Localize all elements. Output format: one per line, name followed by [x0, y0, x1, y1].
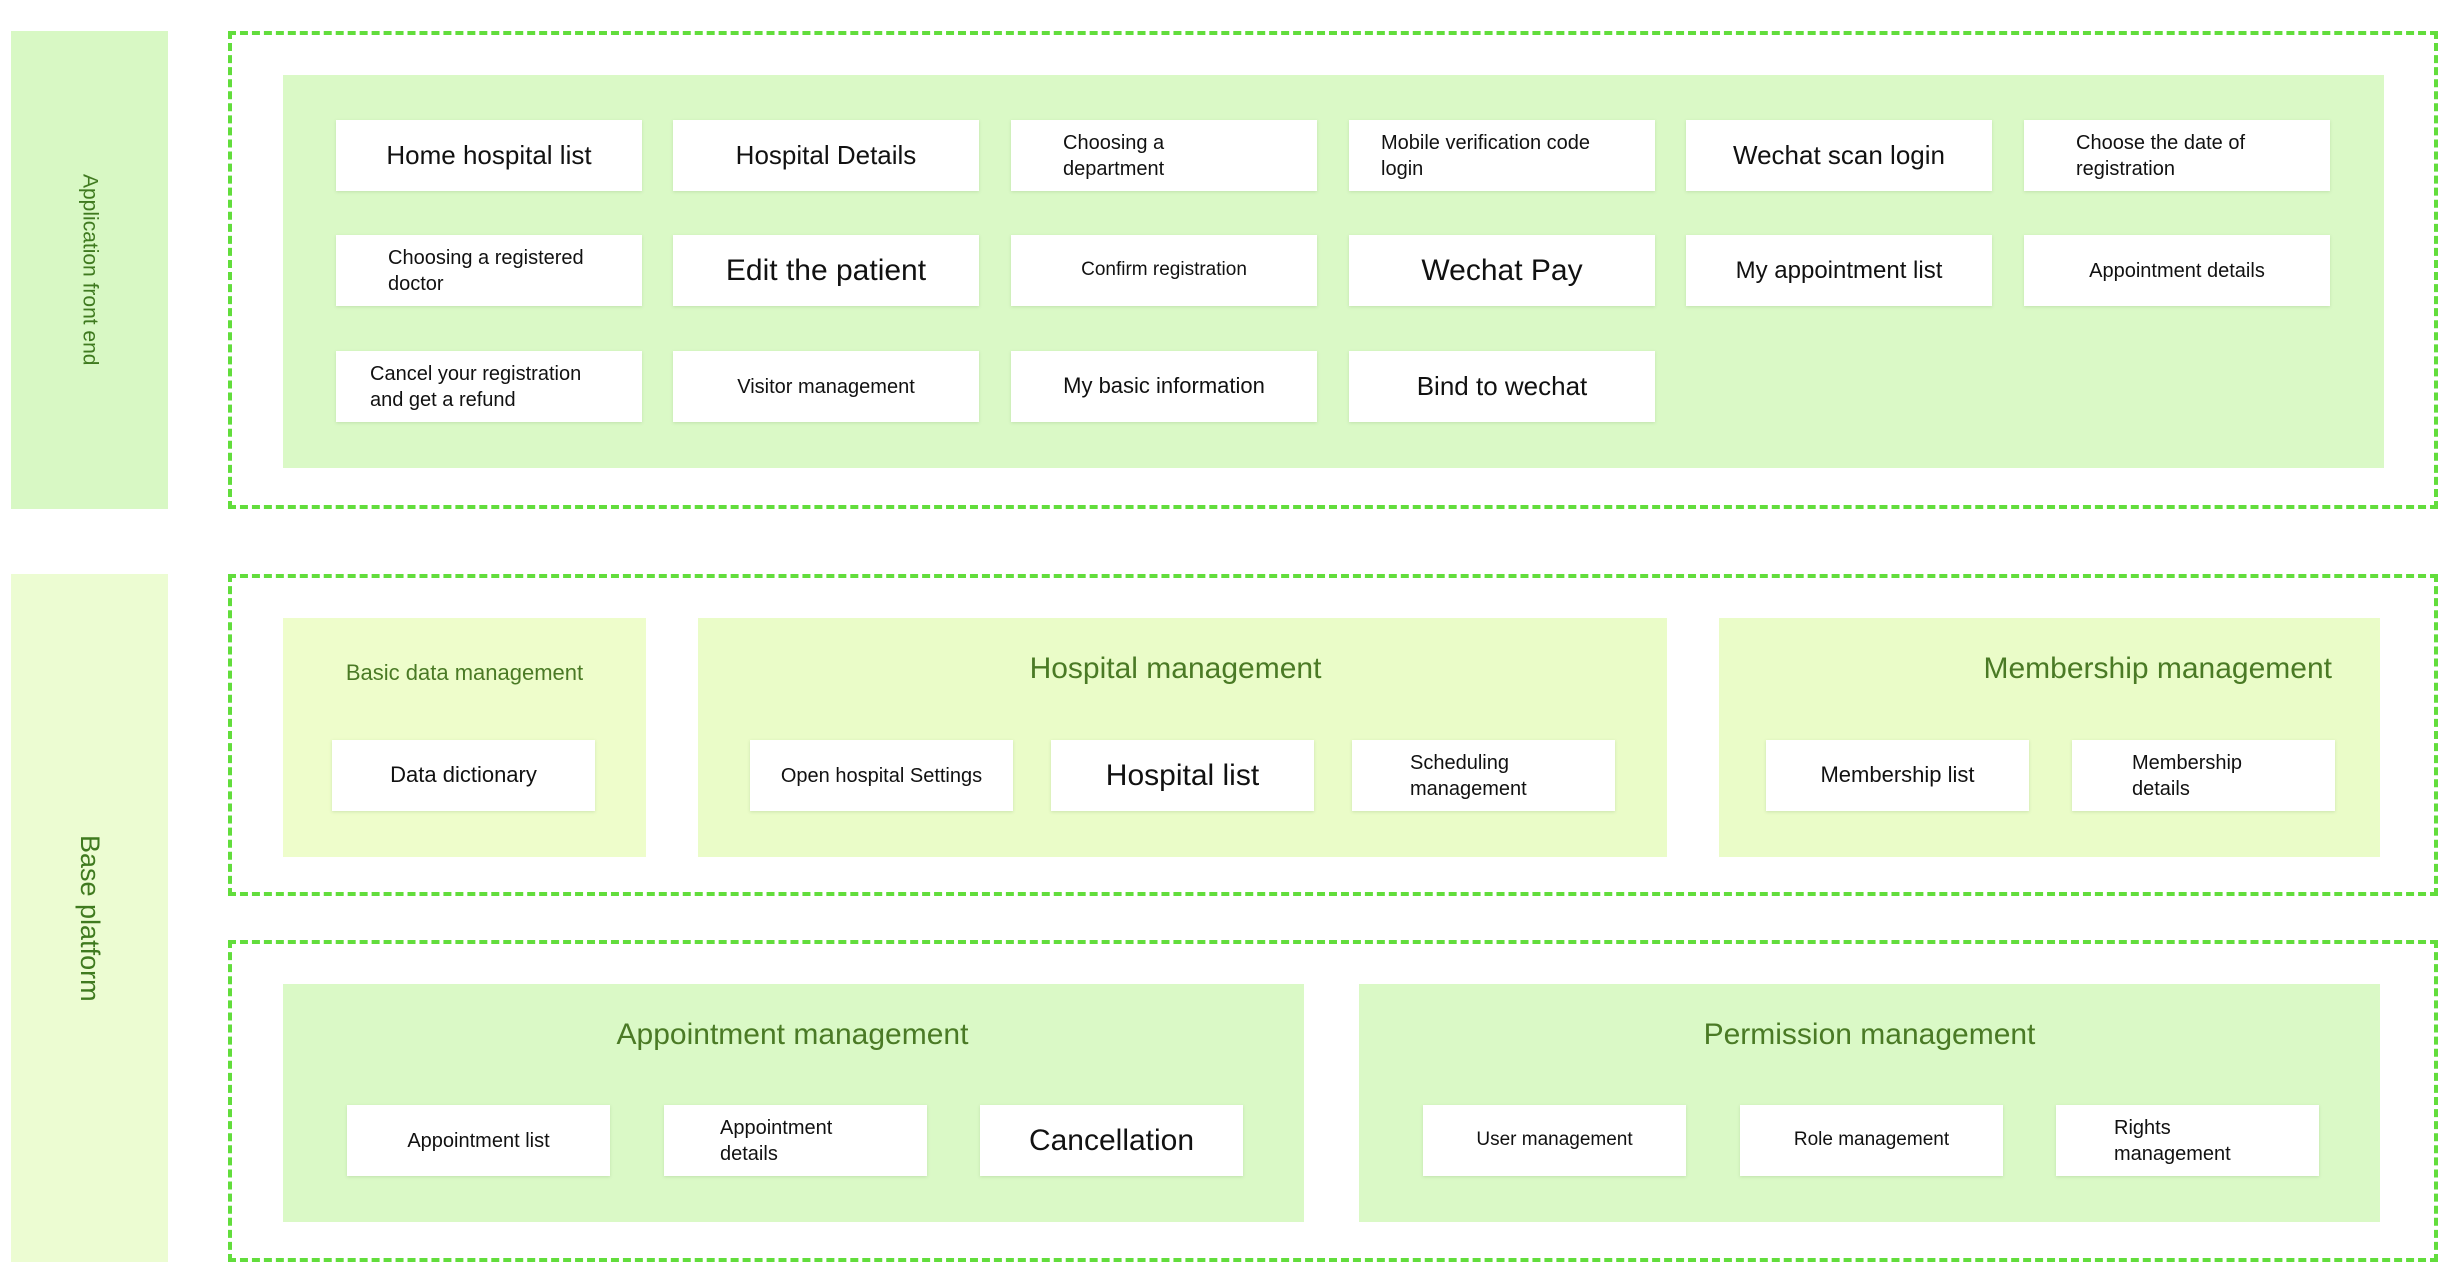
membership-item: Membership list: [1766, 740, 2029, 811]
front-end-item: Choosing a department: [1011, 120, 1317, 191]
permission-item: Role management: [1740, 1105, 2003, 1176]
layer-label: Base platform: [75, 834, 105, 1002]
front-end-item: Home hospital list: [336, 120, 642, 191]
panel-title: Hospital management: [1029, 652, 1322, 685]
front-end-item: Wechat Pay: [1349, 235, 1655, 306]
layer-label: Application front end: [78, 174, 102, 366]
appointment-item: Cancellation: [980, 1105, 1243, 1176]
front-end-item: Appointment details: [2024, 235, 2330, 306]
hospital-item: Scheduling management: [1352, 740, 1615, 811]
membership-item: Membership details: [2072, 740, 2335, 811]
panel-title: Permission management: [1703, 1018, 2036, 1051]
front-end-item: Hospital Details: [673, 120, 979, 191]
basic-data-item: Data dictionary: [332, 740, 595, 811]
layer-base-platform: Base platform: [11, 574, 168, 1262]
basic-data-panel: Basic data management Data dictionary: [283, 618, 646, 857]
front-end-panel: Home hospital list Hospital Details Choo…: [283, 75, 2384, 468]
front-end-item: Mobile verification code login: [1349, 120, 1655, 191]
front-end-item: My appointment list: [1686, 235, 1992, 306]
permission-panel: Permission management User management Ro…: [1359, 984, 2380, 1222]
appointment-item: Appointment list: [347, 1105, 610, 1176]
panel-title: Basic data management: [345, 660, 584, 685]
base-platform-upper-frame: [228, 574, 2438, 896]
panel-title: Appointment management: [616, 1018, 969, 1051]
front-end-item: Cancel your registration and get a refun…: [336, 351, 642, 422]
front-end-item: Wechat scan login: [1686, 120, 1992, 191]
front-end-item: Bind to wechat: [1349, 351, 1655, 422]
front-end-item: Choosing a registered doctor: [336, 235, 642, 306]
appointment-item: Appointment details: [664, 1105, 927, 1176]
hospital-item: Hospital list: [1051, 740, 1314, 811]
front-end-item: Confirm registration: [1011, 235, 1317, 306]
front-end-item: My basic information: [1011, 351, 1317, 422]
front-end-dashed-frame: [228, 31, 2438, 509]
layer-application-front-end: Application front end: [11, 31, 168, 509]
permission-item: Rights management: [2056, 1105, 2319, 1176]
hospital-item: Open hospital Settings: [750, 740, 1013, 811]
hospital-panel: Hospital management Open hospital Settin…: [698, 618, 1667, 857]
front-end-item: Edit the patient: [673, 235, 979, 306]
permission-item: User management: [1423, 1105, 1686, 1176]
base-platform-lower-frame: [228, 940, 2438, 1262]
membership-panel: Membership management Membership list Me…: [1719, 618, 2380, 857]
front-end-item: Choose the date of registration: [2024, 120, 2330, 191]
front-end-item: Visitor management: [673, 351, 979, 422]
appointment-panel: Appointment management Appointment list …: [283, 984, 1304, 1222]
panel-title: Membership management: [1983, 652, 2332, 685]
